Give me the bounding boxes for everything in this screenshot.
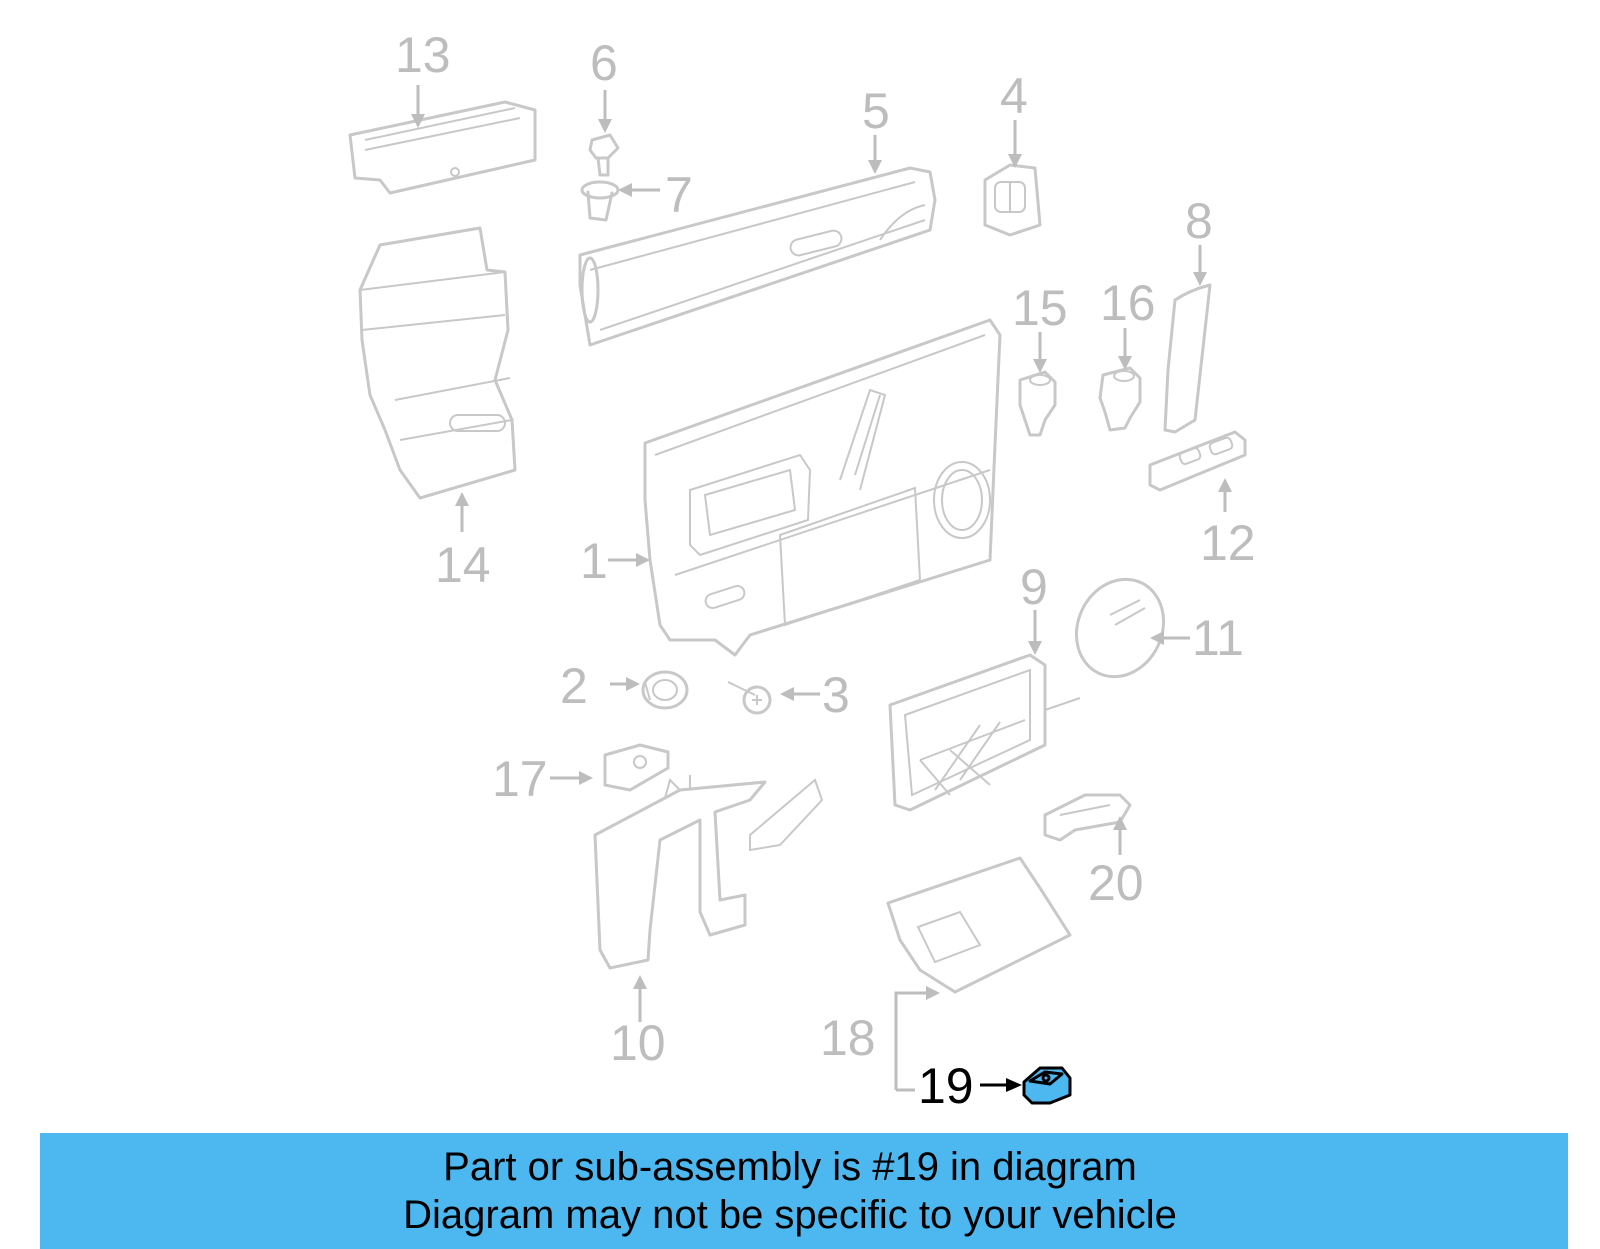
callout-17: 17	[492, 751, 548, 807]
callout-10: 10	[610, 1015, 666, 1071]
callout-12: 12	[1200, 515, 1256, 571]
callout-15: 15	[1012, 280, 1068, 336]
part-3	[727, 681, 772, 715]
callout-3: 3	[822, 667, 850, 723]
callout-11: 11	[1192, 610, 1244, 666]
banner-line-2: Diagram may not be specific to your vehi…	[403, 1193, 1177, 1237]
callout-4: 4	[1000, 68, 1028, 124]
leader-19	[980, 1078, 1022, 1092]
part-19-highlighted	[1022, 1066, 1072, 1105]
leader-lines	[411, 85, 1232, 1092]
callout-2: 2	[560, 658, 588, 714]
part-18	[886, 856, 1072, 994]
callout-7: 7	[665, 167, 693, 223]
callout-6: 6	[590, 35, 618, 91]
part-10	[593, 775, 824, 970]
part-20	[1043, 793, 1132, 842]
callout-numbers: 13 6 7 5 4 8 15 16 14 12 1 9 11 2 3 17 1…	[395, 27, 1256, 1114]
part-8	[1163, 283, 1212, 434]
callout-1: 1	[580, 533, 608, 589]
part-14	[358, 226, 517, 500]
part-9	[888, 653, 1081, 812]
part-12	[1148, 430, 1247, 492]
callout-16: 16	[1100, 275, 1156, 331]
part-4	[983, 163, 1042, 237]
part-15	[1018, 370, 1057, 437]
part-13	[348, 100, 537, 195]
part-5	[578, 166, 937, 347]
callout-19: 19	[918, 1058, 974, 1114]
part-1	[643, 318, 1002, 657]
callout-18: 18	[820, 1010, 876, 1066]
info-banner: Part or sub-assembly is #19 in diagram D…	[40, 1133, 1568, 1249]
part-11	[1074, 577, 1166, 679]
callout-13: 13	[395, 27, 451, 83]
callout-9: 9	[1020, 559, 1048, 615]
part-16	[1098, 366, 1142, 432]
part-17	[603, 743, 670, 792]
part-7	[580, 180, 620, 222]
part-2	[641, 670, 689, 710]
callout-5: 5	[862, 83, 890, 139]
part-6	[588, 133, 620, 177]
callout-8: 8	[1185, 193, 1213, 249]
callout-20: 20	[1088, 855, 1144, 911]
callout-14: 14	[435, 537, 491, 593]
banner-line-1: Part or sub-assembly is #19 in diagram	[443, 1145, 1137, 1189]
